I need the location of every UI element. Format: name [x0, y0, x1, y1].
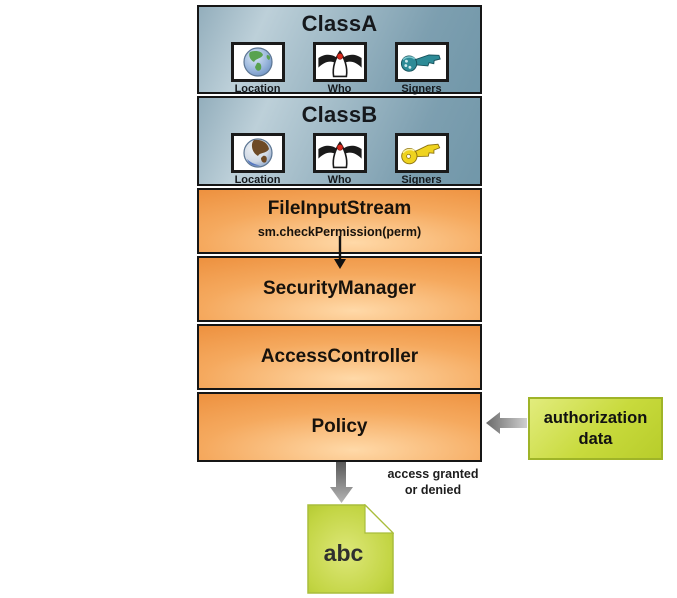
class-a-who-label: Who	[327, 83, 352, 95]
authorization-arrow-icon	[486, 412, 527, 434]
class-a-box: ClassA Location	[197, 5, 482, 95]
class-a-location-label: Location	[234, 83, 281, 95]
class-a-who: Who	[312, 42, 367, 95]
class-a-location: Location	[230, 42, 285, 95]
globe-green-icon	[230, 42, 285, 82]
access-result-arrow-icon	[330, 462, 353, 503]
class-b-signers: Signers	[394, 133, 449, 186]
protected-file-document: abc	[307, 504, 394, 594]
authorization-data-line2: data	[578, 429, 613, 448]
duke-icon	[312, 133, 367, 173]
accesscontroller-title: AccessController	[260, 346, 419, 367]
policy-box: Policy	[197, 392, 482, 462]
document-text: abc	[323, 540, 364, 566]
duke-icon	[312, 42, 367, 82]
class-a-icon-row: Location Who	[230, 42, 449, 95]
key-yellow-icon	[394, 133, 449, 173]
class-a-title: ClassA	[301, 11, 378, 36]
class-b-location-label: Location	[234, 174, 281, 186]
policy-title: Policy	[311, 416, 368, 437]
access-result-line1: access granted	[387, 467, 479, 481]
class-b-who-label: Who	[327, 174, 352, 186]
access-result-label: access granted or denied	[368, 466, 498, 499]
class-b-title: ClassB	[301, 102, 378, 127]
authorization-data-line1: authorization	[543, 408, 648, 427]
class-b-signers-label: Signers	[401, 174, 442, 186]
checkpermission-flow-arrow	[334, 236, 346, 269]
class-a-signers: Signers	[394, 42, 449, 95]
key-teal-icon	[394, 42, 449, 82]
accesscontroller-box: AccessController	[197, 324, 482, 390]
class-a-signers-label: Signers	[401, 83, 442, 95]
securitymanager-title: SecurityManager	[262, 278, 417, 299]
fileinputstream-title: FileInputStream	[267, 198, 412, 219]
class-b-who: Who	[312, 133, 367, 186]
access-result-line2: or denied	[404, 483, 462, 498]
class-b-icon-row: Location Who	[230, 133, 449, 186]
securitymanager-box: SecurityManager	[197, 256, 482, 322]
authorization-data-box: authorization data	[528, 397, 663, 460]
class-b-box: ClassB Location	[197, 96, 482, 186]
document-icon	[307, 504, 394, 594]
globe-brown-icon	[230, 133, 285, 173]
checkpermission-call: sm.checkPermission(perm)	[257, 225, 422, 239]
class-b-location: Location	[230, 133, 285, 186]
